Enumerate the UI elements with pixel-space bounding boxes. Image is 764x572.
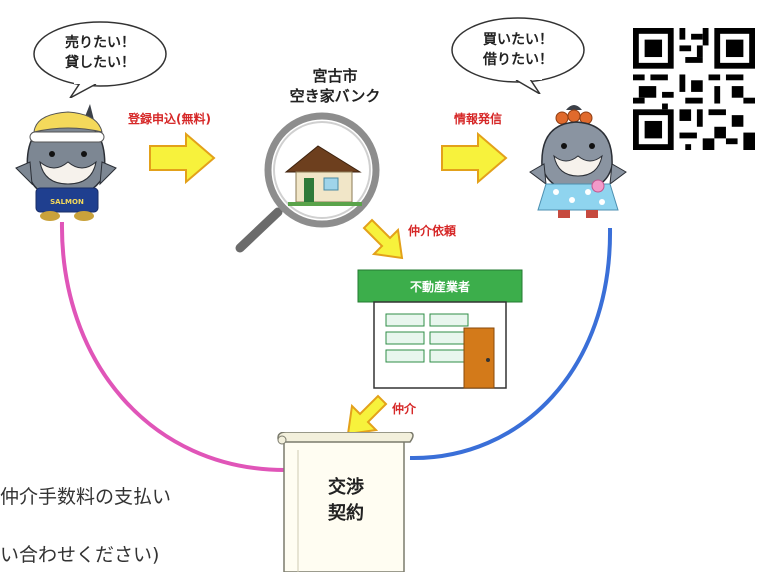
inquiry-text: い合わせください) [0, 544, 160, 566]
broker-label: 仲介 [392, 402, 417, 416]
bank-title-line2: 空き家バンク [289, 87, 381, 105]
svg-text:SALMON: SALMON [50, 198, 84, 206]
fee-payment-text: 仲介手数料の支払い [0, 486, 172, 508]
realtor-sign: 不動産業者 [409, 280, 470, 294]
request-arrow-icon [362, 218, 404, 260]
seller-speech-bubble [33, 21, 167, 98]
broker-arrow-icon [346, 394, 388, 436]
buyer-bubble-line2: 借りたい！ [483, 52, 553, 68]
info-label: 情報発信 [454, 112, 503, 126]
info-arrow-icon [441, 131, 508, 185]
seller-mascot-icon: SALMON [15, 104, 117, 221]
seller-bubble-line2: 貸したい！ [65, 55, 135, 71]
seller-arc [59, 221, 286, 472]
buyer-arc [409, 227, 613, 461]
contract-line2: 契約 [328, 503, 364, 524]
realtor-building-icon [357, 269, 523, 389]
contract-scroll-icon [277, 432, 414, 572]
contract-line1: 交渉 [328, 477, 364, 498]
buyer-mascot-icon [529, 105, 627, 218]
seller-bubble-line1: 売りたい！ [65, 35, 135, 51]
buyer-speech-bubble [451, 17, 585, 94]
bank-title-line1: 宮古市 [312, 67, 358, 85]
register-arrow-icon [149, 131, 216, 185]
magnifier-house-icon [235, 112, 380, 253]
buyer-bubble-line1: 買いたい！ [483, 32, 553, 48]
register-label: 登録申込(無料) [128, 112, 211, 126]
request-label: 仲介依頼 [408, 224, 457, 238]
qr-code-icon [633, 28, 755, 150]
